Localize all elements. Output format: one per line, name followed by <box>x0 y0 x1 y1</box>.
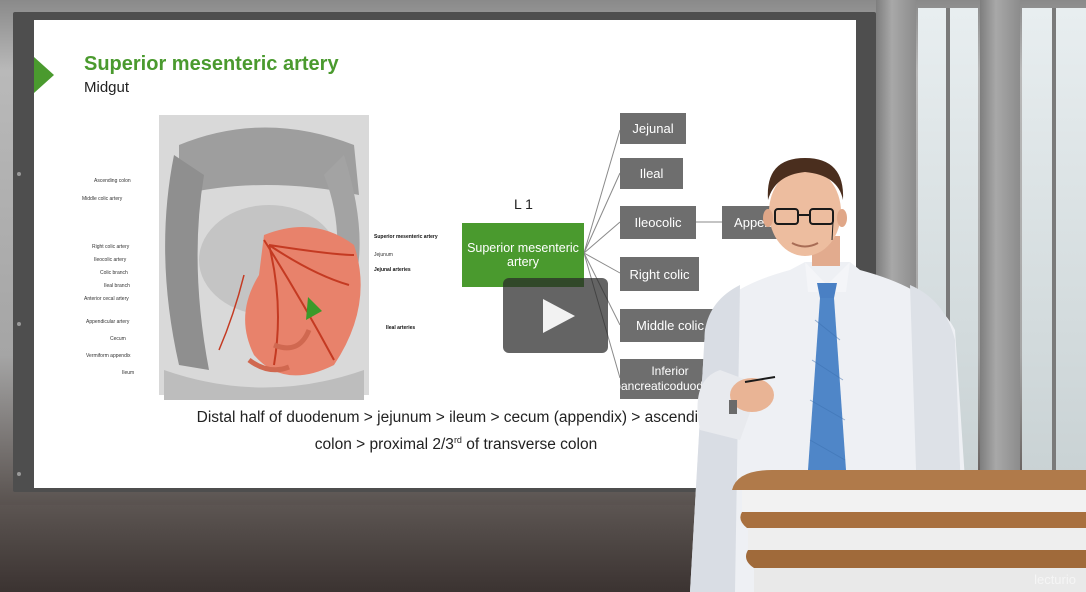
window-mullion <box>946 8 950 478</box>
caption-line-2-pre: colon > proximal 2/3 <box>315 436 454 453</box>
branch-node-inferior-pancreaticoduodenal: Inferior pancreaticoduodenal <box>620 359 720 399</box>
slide-caption: Distal half of duodenum > jejunum > ileu… <box>146 407 766 456</box>
play-icon <box>543 299 575 333</box>
screen-bolt <box>17 472 21 476</box>
branch-node-right-colic: Right colic <box>620 257 699 291</box>
screen-bolt <box>17 322 21 326</box>
level-label: L 1 <box>514 196 533 212</box>
lectern <box>732 470 1086 592</box>
screen-bolt <box>17 172 21 176</box>
brand-watermark: lecturio <box>1034 572 1076 587</box>
branch-node-ileal: Ileal <box>620 158 683 189</box>
sub-branch-node-appendicular: Appendicular <box>722 206 822 239</box>
caption-line-1: Distal half of duodenum > jejunum > ileu… <box>146 407 766 429</box>
caption-line-2-post: of transverse colon <box>462 436 597 453</box>
branch-node-jejunal: Jejunal <box>620 113 686 144</box>
caption-superscript: rd <box>454 435 462 445</box>
caption-line-2: colon > proximal 2/3rd of transverse col… <box>146 429 766 456</box>
lecture-slide: Superior mesenteric artery Midgut Ascend… <box>34 20 856 488</box>
branch-node-middle-colic: Middle colic <box>620 309 720 342</box>
play-button[interactable] <box>503 278 608 353</box>
branch-node-ileocolic: Ileocolic <box>620 206 696 239</box>
window-mullion <box>1052 8 1056 478</box>
